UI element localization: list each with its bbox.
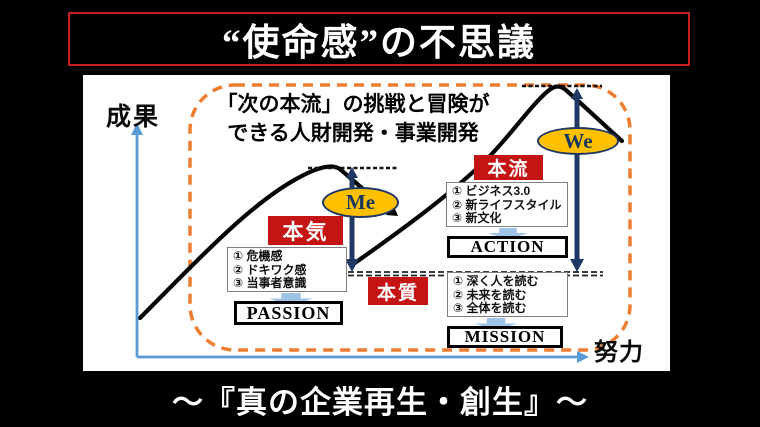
list-item: ② ドキワク感 <box>233 262 307 277</box>
orange-dashed-frame <box>188 83 632 352</box>
we-gap-arrow-icon <box>570 88 584 272</box>
diagram-graphics <box>131 83 632 363</box>
diagram-panel: 「次の本流」の挑戦と冒険が できる人財開発・事業開発 成果 努力 本気 本流 本… <box>83 75 670 371</box>
list-item: ① ビジネス3.0 <box>452 184 531 198</box>
diagram-header-line2: できる人財開発・事業開発 <box>227 122 479 145</box>
diagram-header-line1: 「次の本流」の挑戦と冒険が <box>216 93 490 116</box>
honshitsu-red-box: 本質 <box>368 277 428 305</box>
list-item: ② 新ライフスタイル <box>452 197 562 212</box>
x-axis-label: 努力 <box>594 339 644 366</box>
passion-result-box: PASSION <box>234 301 343 325</box>
x-axis-arrowhead-icon <box>577 351 589 363</box>
y-axis <box>131 123 143 357</box>
title-frame: “使命感”の不思議 <box>68 12 690 66</box>
list-item: ③ 全体を読む <box>453 301 527 316</box>
list-item: ③ 新文化 <box>452 211 502 226</box>
list-item: ③ 当事者意識 <box>233 276 307 291</box>
passion-list-box: ① 危機感 ② ドキワク感 ③ 当事者意識 <box>227 247 347 292</box>
list-item: ② 未来を読む <box>453 287 527 302</box>
honki-red-box: 本気 <box>268 216 343 245</box>
mission-list-box: ① 深く人を読む ② 未来を読む ③ 全体を読む <box>447 272 568 317</box>
action-list-box: ① ビジネス3.0 ② 新ライフスタイル ③ 新文化 <box>446 182 568 227</box>
growth-curve-1 <box>137 164 393 321</box>
slide-subtitle: ～『真の企業再生・創生』～ <box>172 385 588 420</box>
action-result-box: ACTION <box>447 236 568 258</box>
y-axis-label: 成果 <box>106 103 161 131</box>
mission-result-box: MISSION <box>447 326 563 348</box>
list-item: ① 危機感 <box>233 249 283 263</box>
diagram-header: 「次の本流」の挑戦と冒険が できる人財開発・事業開発 <box>198 90 508 148</box>
y-axis-arrowhead-icon <box>131 123 143 135</box>
slide-title: “使命感”の不思議 <box>222 23 536 64</box>
x-axis <box>137 351 589 363</box>
honryu-red-box: 本流 <box>474 155 543 180</box>
we-oval: We <box>537 127 619 155</box>
list-item: ① 深く人を読む <box>453 274 539 288</box>
me-oval: Me <box>322 187 399 218</box>
